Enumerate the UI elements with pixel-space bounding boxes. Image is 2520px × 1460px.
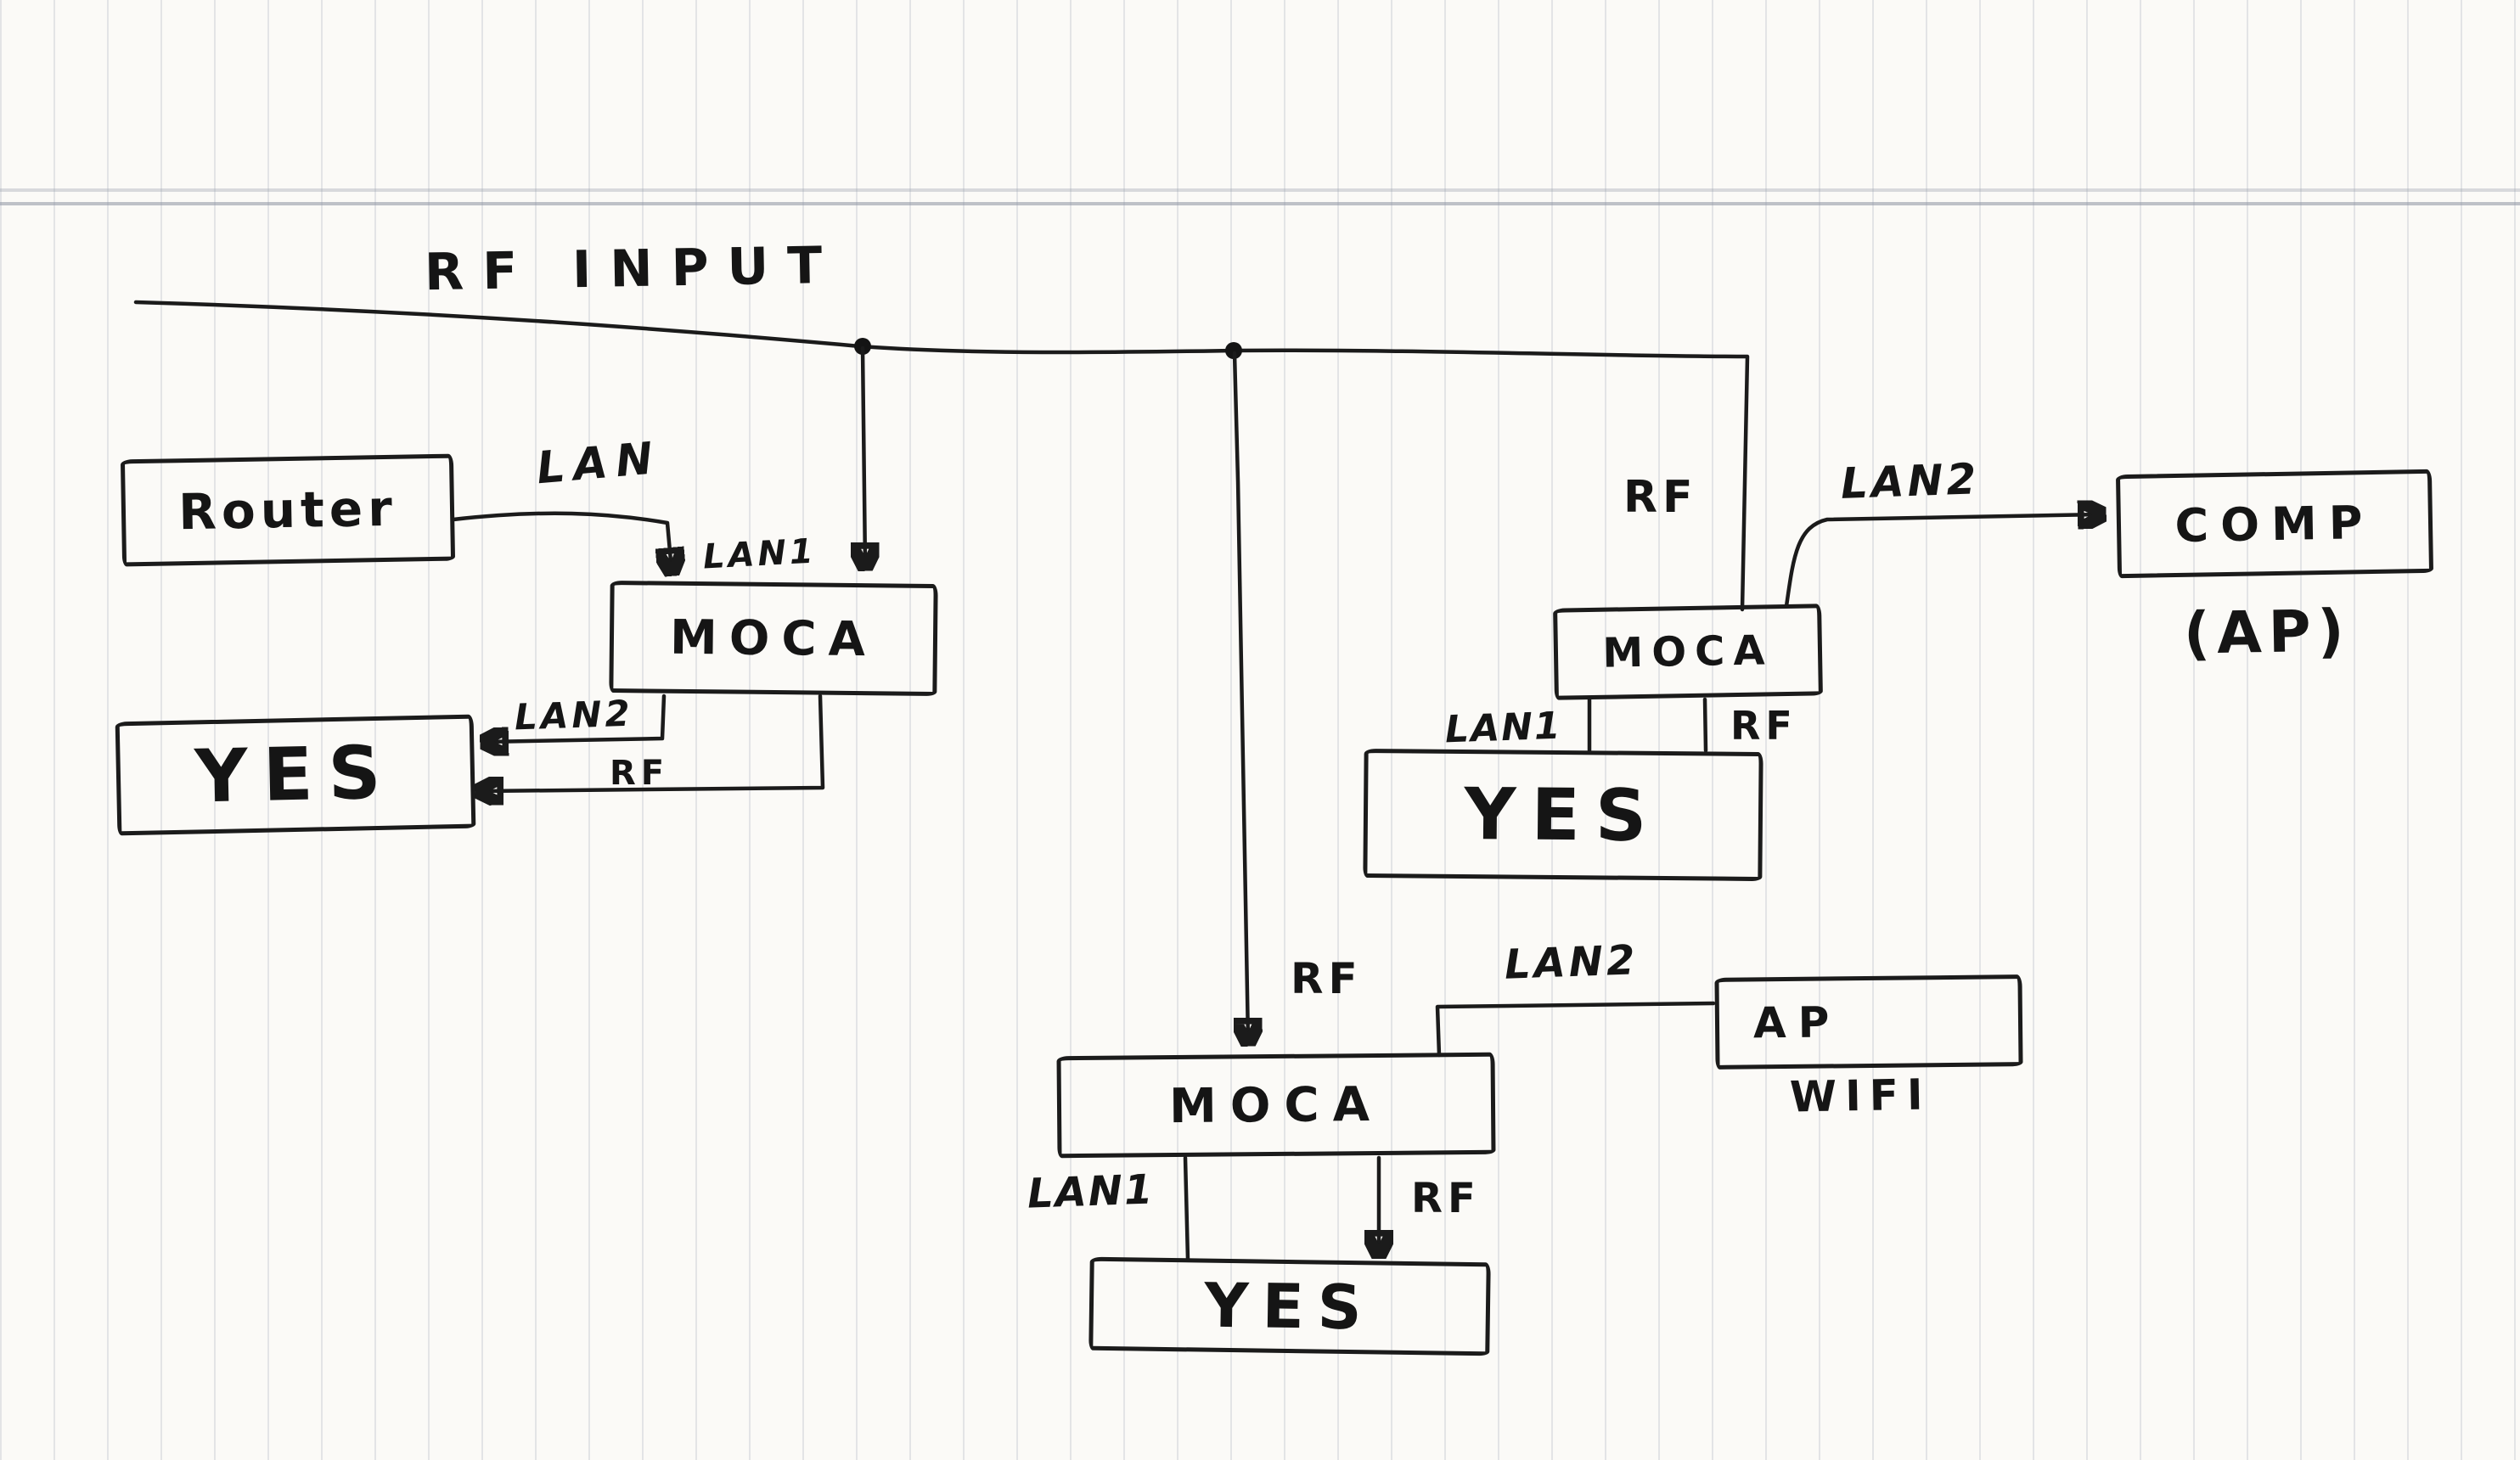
edge-lan1-mid-to-yes <box>1183 1155 1190 1262</box>
edge-label-lan2-right: LAN2 <box>1840 454 1981 508</box>
yes-node-left: YES <box>115 714 476 836</box>
edge-lan-router-to-moca <box>451 511 672 570</box>
yes-node-right: YES <box>1363 748 1763 882</box>
edge-label-rf-mid-down: RF <box>1411 1175 1481 1222</box>
edge-rf-drop-left <box>863 345 865 565</box>
edge-label-lan1-mid: LAN1 <box>1027 1165 1156 1218</box>
moca-node-left: MOCA <box>609 580 938 697</box>
edge-rf-right-to-yes <box>1702 697 1708 753</box>
edge-label-rf-mid: RF <box>1291 954 1363 1003</box>
edge-label-lan1-right: LAN1 <box>1444 704 1563 752</box>
comp-label: COMP <box>2174 495 2375 553</box>
moca-node-right: MOCA <box>1553 604 1823 700</box>
edge-label-lan-left: LAN <box>534 432 664 495</box>
moca-mid-label: MOCA <box>1168 1076 1384 1134</box>
yes-node-mid: YES <box>1088 1256 1491 1356</box>
router-node: Router <box>120 453 456 567</box>
edge-rf-drop-mid <box>1232 351 1248 1041</box>
yes-right-label: YES <box>1464 772 1662 858</box>
wifi-label: WIFI <box>1789 1070 1932 1122</box>
edge-label-rf-left: RF <box>610 754 670 793</box>
yes-left-label: YES <box>194 730 397 820</box>
edge-lan2-right-to-comp <box>1784 514 2101 609</box>
router-label: Router <box>177 479 398 542</box>
ap-label: AP <box>1752 997 1842 1048</box>
junction-dot-mid <box>1225 342 1242 359</box>
edge-label-rf-right-down: RF <box>1730 703 1797 749</box>
rf-input-title: RF INPUT <box>424 235 841 303</box>
ap-node: AP <box>1714 974 2023 1070</box>
comp-node: COMP <box>2115 469 2434 579</box>
moca-left-label: MOCA <box>669 609 878 667</box>
edge-label-lan1-left: LAN1 <box>701 531 818 577</box>
edge-lan2-mid-to-ap <box>1435 1001 1716 1058</box>
edge-label-lan2-mid: LAN2 <box>1504 936 1640 989</box>
moca-node-mid: MOCA <box>1056 1052 1496 1159</box>
edge-label-lan2-left: LAN2 <box>514 692 634 738</box>
moca-right-label: MOCA <box>1602 626 1774 677</box>
edge-label-rf-right: RF <box>1623 472 1698 523</box>
junction-dot-left <box>854 338 871 355</box>
comp-sub-label: (AP) <box>2183 598 2352 668</box>
yes-mid-label: YES <box>1203 1269 1376 1344</box>
